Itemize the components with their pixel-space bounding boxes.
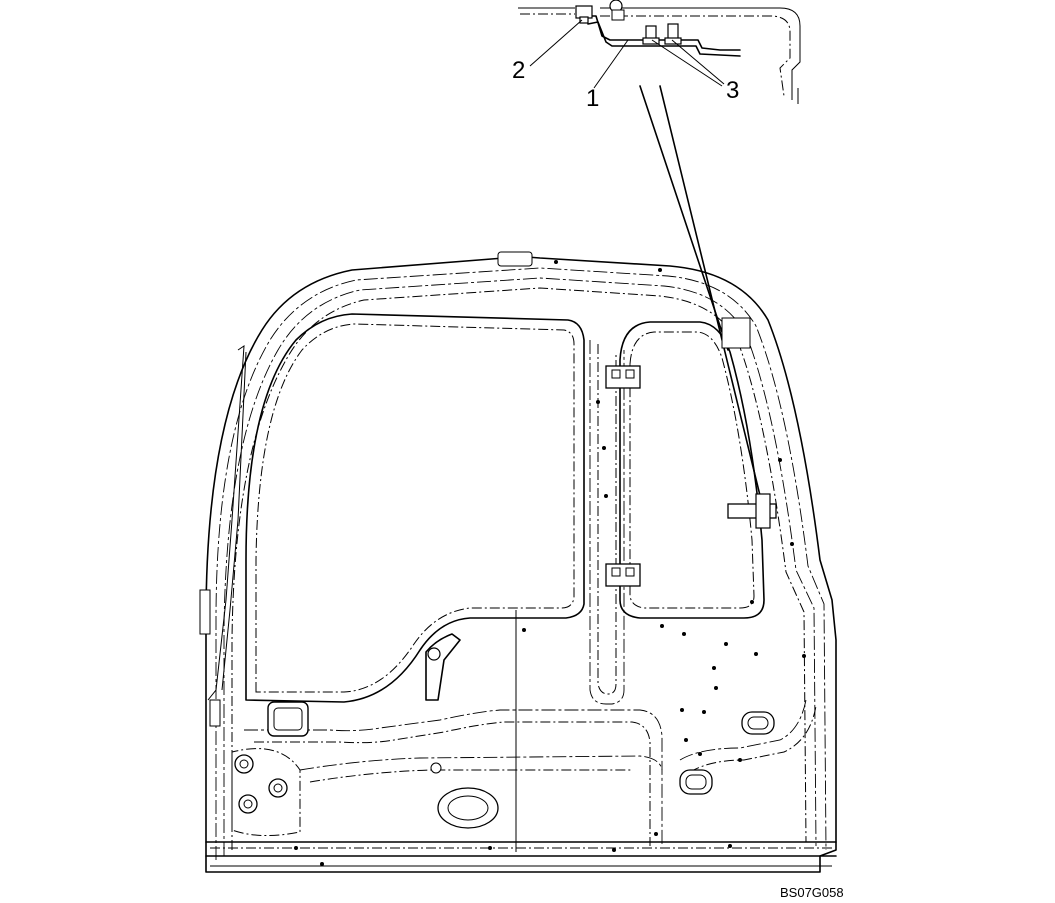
callout-2: 2 [512, 57, 525, 84]
figure-code: BS07G058 [780, 885, 844, 900]
callout-1: 1 [586, 85, 599, 112]
hinge-lower [605, 563, 641, 587]
cab-frame [199, 251, 837, 873]
bolt-3a [642, 25, 660, 45]
hinge-upper [605, 365, 641, 389]
nut-2 [575, 5, 593, 24]
door-latch [727, 493, 777, 529]
detail-inset [518, 0, 801, 521]
callout-3: 3 [726, 77, 739, 104]
